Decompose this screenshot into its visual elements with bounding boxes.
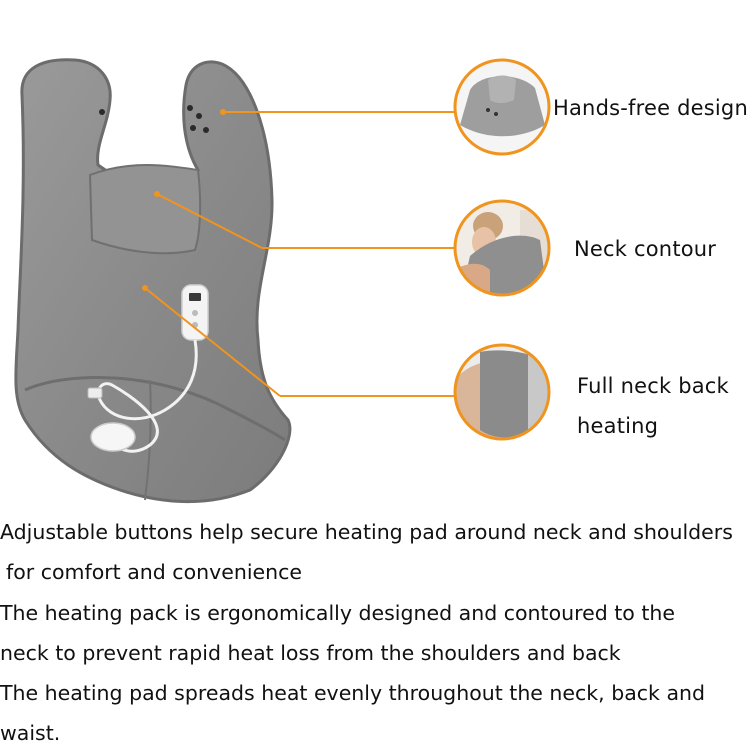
feature-label-line: heating [577, 414, 659, 438]
feature-label-full-neck-back: Full neck back heating [577, 366, 729, 446]
heating-pad [14, 58, 292, 504]
description-line: Adjustable buttons help secure heating p… [0, 520, 733, 544]
description-line: waist. [0, 721, 61, 746]
heating-pad-image [14, 58, 551, 504]
feature-label-neck-contour: Neck contour [574, 237, 717, 261]
shoulder-wrap-product-photo [453, 58, 551, 156]
description-line: The heating pack is ergonomically design… [0, 600, 675, 625]
description-line: for comfort and convenience [6, 560, 303, 585]
description-line: The heating pad spreads heat evenly thro… [0, 681, 706, 706]
back-view-wearing-pad-photo [453, 343, 551, 441]
product-description: Adjustable buttons help secure heating p… [0, 512, 750, 754]
connector-lines [142, 109, 454, 397]
description-line: neck to prevent rapid heat loss from the… [0, 640, 621, 665]
feature-label-line: Full neck back [577, 374, 729, 398]
product-illustration: Hands-free design Neck contour Full neck… [14, 58, 748, 504]
woman-wearing-pad-photo [453, 199, 551, 297]
feature-label-hands-free: Hands-free design [553, 96, 748, 120]
